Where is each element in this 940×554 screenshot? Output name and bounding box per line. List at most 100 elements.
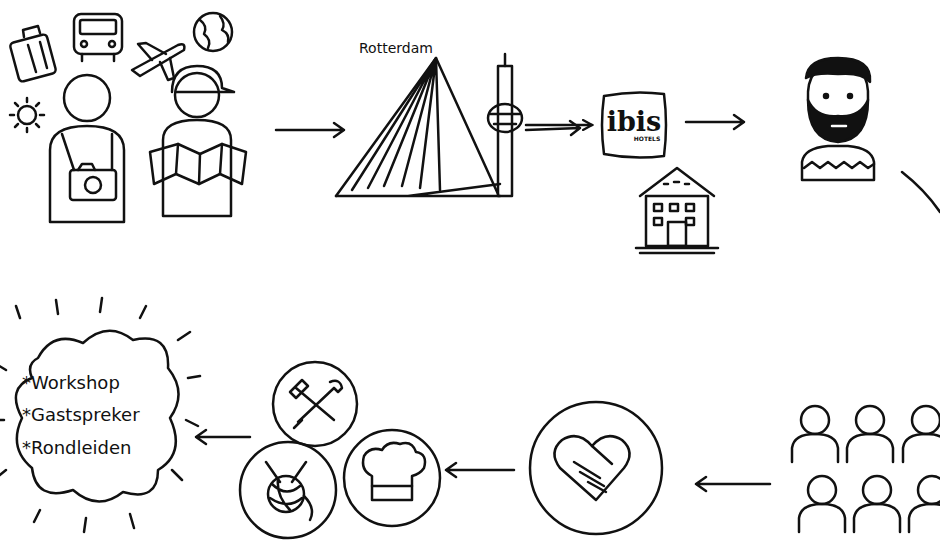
tourist-figure xyxy=(50,126,124,222)
tools-icon xyxy=(273,362,357,446)
euromast-tower xyxy=(504,54,507,66)
sun-icon xyxy=(18,106,36,124)
bus-icon xyxy=(74,14,122,61)
audience-group xyxy=(912,406,940,434)
tourist-figure xyxy=(150,66,246,216)
hotel-building xyxy=(636,248,718,253)
audience-group xyxy=(808,476,836,504)
hotel-sign-outline xyxy=(602,92,666,157)
node-label: *Workshop xyxy=(22,367,183,399)
tourist-figure xyxy=(50,75,124,222)
globe-icon xyxy=(194,13,232,51)
host-portrait xyxy=(802,146,874,180)
yarn-icon xyxy=(268,476,304,512)
audience-group xyxy=(863,476,891,504)
suitcase-icon xyxy=(23,26,40,37)
host-portrait xyxy=(806,58,870,82)
suitcase-icon xyxy=(9,26,56,82)
hotel-building xyxy=(646,196,708,246)
yarn-icon xyxy=(240,442,336,538)
tools-icon xyxy=(290,380,334,420)
euromast-tower xyxy=(488,104,522,132)
tourist-figure xyxy=(70,170,116,200)
handshake-icon xyxy=(530,402,662,534)
audience-group xyxy=(847,434,893,462)
euromast-tower xyxy=(488,54,522,196)
bridge-illustration xyxy=(336,184,500,196)
hotel-building xyxy=(664,182,689,184)
euromast-tower xyxy=(490,114,520,124)
tools-icon xyxy=(294,381,342,428)
node-label: Rotterdam xyxy=(359,40,520,57)
tools-icon xyxy=(273,362,357,446)
hotel-building xyxy=(636,168,718,253)
audience-group xyxy=(856,406,884,434)
flow-arrow xyxy=(276,123,344,137)
bus-icon xyxy=(82,54,114,61)
plane-icon xyxy=(160,58,174,80)
host-portrait xyxy=(848,94,852,98)
audience-group xyxy=(792,434,838,462)
audience-group xyxy=(799,504,845,532)
flow-arrow xyxy=(902,172,940,212)
flow-arrow xyxy=(526,124,592,127)
node-label: ibis xyxy=(607,108,662,135)
bus-icon xyxy=(109,41,115,47)
handshake-icon xyxy=(574,446,612,492)
host-portrait xyxy=(802,58,874,180)
tourist-figure xyxy=(78,164,95,170)
host-portrait xyxy=(808,100,868,142)
tourist-figure xyxy=(64,75,110,121)
flow-arrow xyxy=(686,115,744,129)
host-portrait xyxy=(824,94,828,98)
bus-icon xyxy=(74,14,122,54)
sun-icon xyxy=(10,98,44,132)
flow-arrow xyxy=(696,477,770,491)
globe-icon xyxy=(200,20,209,48)
plane-icon xyxy=(138,43,166,60)
bridge-illustration xyxy=(336,58,500,196)
highlight-rays xyxy=(0,298,200,532)
bridge-illustration xyxy=(336,58,498,196)
hotel-sign: ibisHOTELS xyxy=(598,88,670,162)
chef-hat-icon xyxy=(344,430,440,526)
bus-icon xyxy=(80,20,116,34)
audience-group xyxy=(909,504,940,532)
audience-group xyxy=(918,476,940,504)
tourist-figure xyxy=(62,134,112,170)
suitcase-icon xyxy=(9,34,56,82)
tourist-figure xyxy=(175,73,219,117)
flow-arrow xyxy=(446,463,514,477)
chef-hat-icon xyxy=(344,430,440,526)
hotel-building xyxy=(668,222,686,246)
globe-icon xyxy=(194,13,232,51)
audience-group xyxy=(801,406,829,434)
tourist-figure xyxy=(85,177,101,193)
chef-hat-icon xyxy=(372,485,412,488)
suitcase-icon xyxy=(28,42,47,72)
node-label: *Rondleiden xyxy=(22,432,183,464)
audience-group xyxy=(792,406,940,532)
hotel-building xyxy=(640,168,714,196)
landmark-node: Rotterdam xyxy=(335,38,520,200)
connector-group xyxy=(526,125,592,126)
yarn-icon xyxy=(270,478,302,510)
bridge-illustration xyxy=(352,58,440,190)
node-label: HOTELS xyxy=(634,135,660,142)
yarn-icon xyxy=(240,442,336,538)
tourist-figure xyxy=(150,144,246,184)
host-portrait xyxy=(832,125,846,128)
tourist-figure xyxy=(176,144,222,184)
audience-group xyxy=(854,504,900,532)
sun-icon xyxy=(10,98,44,132)
chef-hat-icon xyxy=(363,443,425,500)
bus-icon xyxy=(81,41,87,47)
activities-cloud: *Workshop*Gastspreker*Rondleiden xyxy=(8,318,183,513)
tourist-figure xyxy=(172,66,234,92)
handshake-icon xyxy=(554,436,629,500)
audience-group xyxy=(903,434,940,462)
node-label: *Gastspreker xyxy=(22,399,183,431)
yarn-icon xyxy=(266,462,312,520)
